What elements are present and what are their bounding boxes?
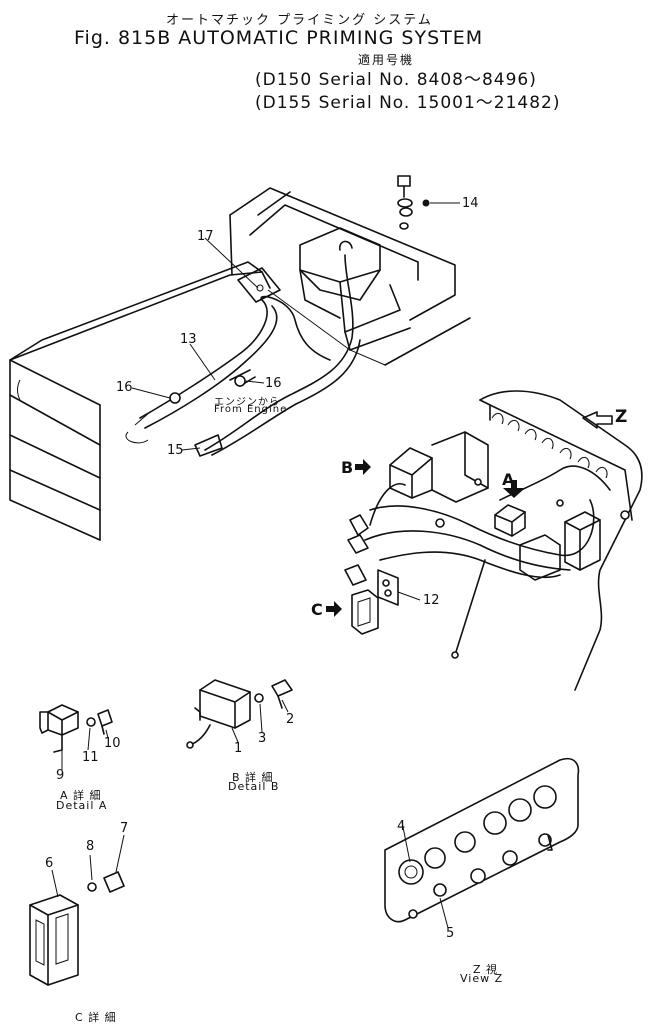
from-engine-note: From Engine	[214, 404, 288, 415]
serial-range-d150: (D150 Serial No. 8408～8496)	[255, 70, 537, 90]
callout-9: 9	[56, 768, 65, 783]
japanese-title: オートマチック プライミング システム	[166, 13, 433, 28]
applicable-models-label: 適用号機	[358, 53, 415, 67]
detail-b-parts	[186, 679, 293, 749]
view-arrows	[326, 411, 613, 617]
detail-c-caption-jp: C 詳 細	[75, 1011, 117, 1024]
bolt-washer-stack-14	[397, 175, 430, 230]
callout-14: 14	[462, 196, 479, 211]
callout-10: 10	[104, 736, 121, 751]
detail-b-caption-jp: B 詳 細	[232, 771, 274, 784]
view-marker-b: B	[341, 458, 354, 477]
detail-a-caption-jp: A 詳 細	[60, 789, 102, 802]
serial-range-d155: (D155 Serial No. 15001～21482)	[255, 93, 561, 113]
callout-3: 3	[258, 731, 267, 746]
detail-a-parts	[39, 704, 113, 753]
detail-c-parts	[29, 871, 125, 986]
view-z-switch-panel	[384, 757, 580, 923]
callout-16-right: 16	[265, 376, 282, 391]
figure-title: Fig. 815B AUTOMATIC PRIMING SYSTEM	[74, 27, 484, 49]
serial-d150-text: D150 Serial No. 8408～8496	[262, 70, 530, 90]
tractor-body-outline	[9, 187, 471, 541]
view-marker-z: Z	[615, 407, 628, 427]
callout-11: 11	[82, 750, 99, 765]
callout-17: 17	[197, 229, 214, 244]
view-z-caption: View Z	[460, 972, 504, 985]
detail-a-caption: Detail A	[56, 799, 108, 812]
callout-2: 2	[286, 712, 295, 727]
callout-8: 8	[86, 839, 95, 854]
callout-4: 4	[397, 819, 406, 834]
view-z-caption-jp: Z 視	[473, 963, 499, 976]
callout-13: 13	[180, 332, 197, 347]
wiring-harness-13	[125, 240, 361, 457]
callout-1: 1	[234, 741, 243, 756]
view-marker-a: A	[502, 470, 515, 489]
callout-6: 6	[45, 856, 54, 871]
callout-5: 5	[446, 926, 455, 941]
callout-12: 12	[423, 593, 440, 608]
callout-7: 7	[120, 821, 129, 836]
callout-leader-lines	[51, 202, 460, 929]
view-marker-c: C	[311, 600, 323, 619]
detail-b-caption: Detail B	[228, 780, 280, 793]
serial-d155-text: D155 Serial No. 15001～21482	[262, 93, 553, 113]
callout-16-left: 16	[116, 380, 133, 395]
dashboard-assembly	[344, 390, 643, 691]
callout-15: 15	[167, 443, 184, 458]
from-engine-note-jp: エンジンから	[214, 397, 280, 408]
